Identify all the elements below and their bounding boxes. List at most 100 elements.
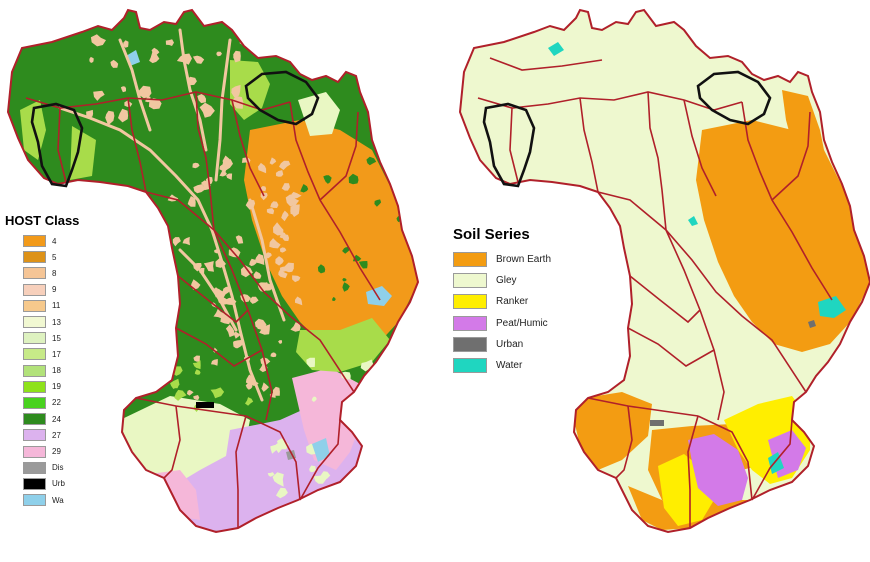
soil-legend-label: Ranker	[496, 296, 529, 308]
host-patch-class-13	[306, 357, 315, 368]
soil-legend-label: Urban	[496, 338, 524, 350]
host-patch-class-8	[199, 102, 215, 118]
host-patch-class-8	[89, 56, 94, 63]
host-patch-class-8	[110, 59, 119, 68]
soil-water-body	[768, 452, 784, 474]
host-river-line	[248, 198, 286, 322]
host-patch-class-8	[105, 110, 115, 126]
host-legend-label: Wa	[52, 495, 64, 505]
host-patch-class-8	[284, 262, 294, 273]
host-patch-class-24	[366, 156, 377, 166]
host-patch-class-13	[340, 371, 351, 380]
soil-legend-label: Brown Earth	[496, 254, 552, 266]
soil-patch-peat-humic	[99, 184, 108, 192]
host-patch-class-8	[192, 55, 205, 64]
host-legend-label: 18	[52, 366, 61, 376]
soil-legend-label: Peat/Humic	[496, 317, 548, 329]
host-patch-class-8	[250, 296, 259, 304]
host-patch-class-19	[150, 370, 158, 377]
host-patch-class-8	[292, 275, 301, 283]
host-legend-swatch	[23, 429, 46, 442]
host-zone-class-29	[292, 368, 362, 470]
host-patch-class-8	[213, 308, 226, 319]
host-patch-class-24	[374, 199, 382, 207]
soil-urban-patch	[650, 420, 664, 426]
host-zone-class-13	[298, 92, 340, 136]
host-patch-class-8	[138, 85, 152, 99]
host-patch-class-24	[332, 297, 336, 301]
host-patch-class-13	[280, 513, 289, 522]
host-patch-class-9	[245, 382, 253, 390]
soil-legend-swatch	[453, 336, 487, 352]
host-patch-class-13	[309, 465, 316, 473]
host-legend-label: 27	[52, 430, 61, 440]
host-legend-swatch	[23, 364, 46, 377]
host-legend-swatch	[23, 316, 46, 329]
soil-patch-peat-humic	[136, 245, 143, 253]
host-legend-swatch	[23, 267, 46, 280]
host-patch-class-19	[194, 369, 201, 375]
host-legend-swatch	[23, 283, 46, 296]
host-patch-class-24	[300, 184, 309, 193]
soil-highlighted-subcatchments	[482, 70, 772, 188]
soil-patch-peat-humic	[143, 324, 147, 327]
host-patch-class-24	[358, 261, 368, 269]
host-patch-class-13	[276, 487, 288, 499]
host-river-line	[210, 228, 264, 402]
soil-patch-brown-earth	[150, 369, 162, 383]
soil-patch-ranker	[151, 220, 158, 225]
host-legend-item: 27	[5, 427, 79, 443]
soil-patch-peat-humic	[118, 234, 125, 243]
host-legend-label: 5	[52, 252, 57, 262]
host-patch-class-8	[282, 234, 290, 241]
host-patch-class-24	[323, 175, 332, 183]
host-legend-item: Wa	[5, 492, 79, 508]
soil-legend-item: Ranker	[453, 291, 551, 312]
host-legend-item: 19	[5, 379, 79, 395]
host-patch-class-8	[281, 183, 290, 191]
soil-zone-peat-humic	[688, 434, 748, 506]
soil-patch-brown-earth	[140, 320, 149, 330]
host-patch-class-8	[192, 162, 200, 169]
host-patch-class-24	[342, 278, 347, 282]
soil-water-body	[548, 42, 564, 56]
host-patch-class-8	[90, 34, 106, 47]
host-patch-class-8	[249, 258, 257, 267]
host-highlighted-subcatchments	[30, 70, 320, 188]
host-patch-class-8	[295, 296, 303, 306]
host-patch-class-19	[192, 360, 201, 370]
host-water-body	[312, 438, 330, 462]
host-legend-label: 19	[52, 382, 61, 392]
host-river-line	[118, 38, 152, 132]
host-legend-item: 22	[5, 395, 79, 411]
soil-legend-item: Gley	[453, 270, 551, 291]
host-legend-swatch	[23, 494, 46, 507]
host-patch-class-8	[93, 90, 105, 101]
soil-patch-brown-earth	[156, 310, 166, 320]
host-legend-item: 8	[5, 265, 79, 281]
host-patch-class-8	[275, 170, 284, 177]
host-patch-class-8	[193, 184, 206, 194]
host-patch-class-8	[118, 108, 129, 123]
host-patch-class-13	[362, 390, 373, 403]
host-patch-class-24	[348, 173, 359, 185]
host-legend-label: 13	[52, 317, 61, 327]
host-patch-class-8	[148, 98, 162, 110]
host-patch-class-8	[257, 282, 268, 292]
host-patch-class-8	[285, 194, 300, 207]
host-patch-class-9	[193, 355, 200, 362]
host-patch-class-8	[219, 169, 227, 177]
host-patch-class-19	[172, 383, 179, 389]
host-patch-class-8	[149, 51, 160, 64]
soil-legend-swatch	[453, 294, 487, 310]
host-legend-item: 5	[5, 249, 79, 265]
host-legend-label: 15	[52, 333, 61, 343]
host-legend-swatch	[23, 235, 46, 248]
host-patch-class-8	[165, 39, 174, 46]
host-patch-class-8	[123, 40, 129, 48]
soil-series-map	[99, 9, 870, 533]
soil-legend-item: Urban	[453, 334, 551, 355]
host-legend-label: 9	[52, 285, 57, 295]
